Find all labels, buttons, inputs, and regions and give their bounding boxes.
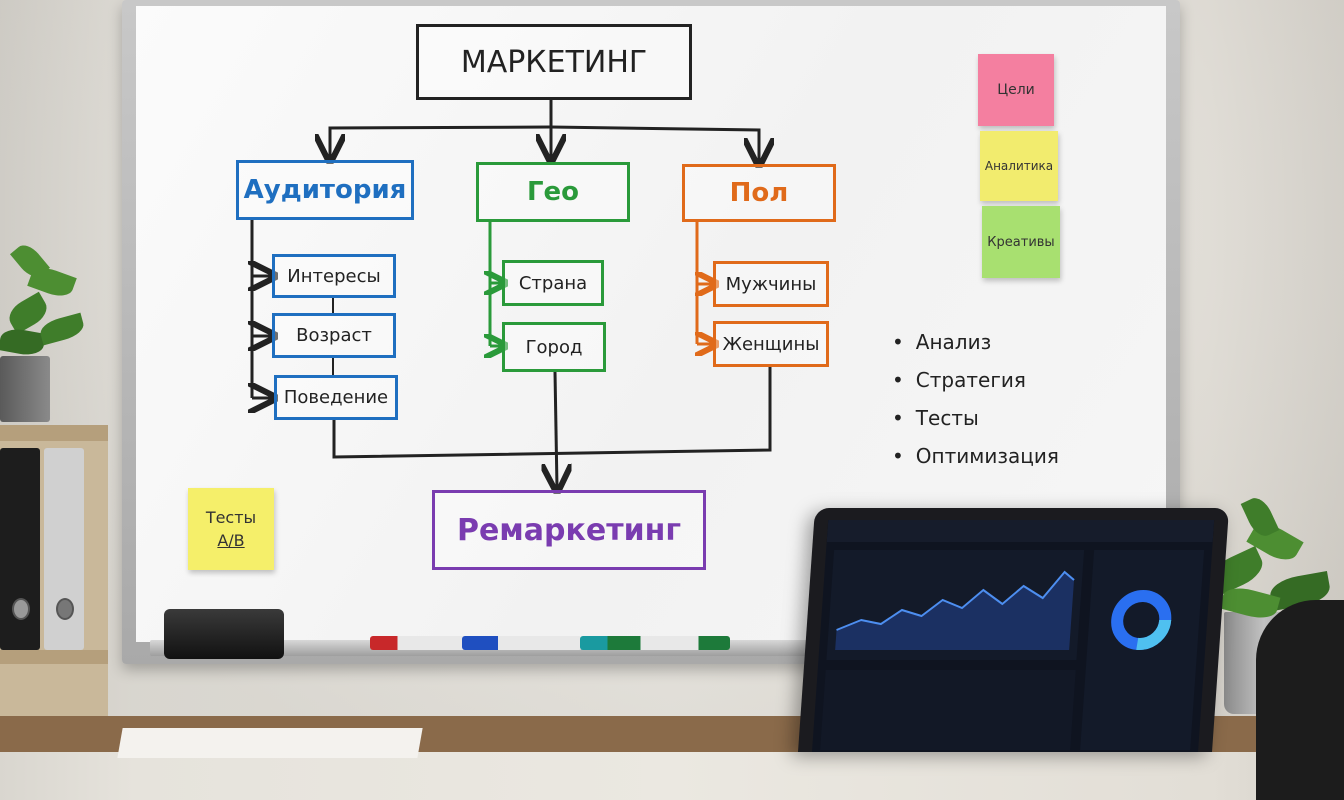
shelf-board-middle [0, 650, 108, 664]
subcategory-box-men: Мужчины [713, 261, 829, 307]
sticky-note-goals: Цели [978, 54, 1054, 126]
sticky-note-ab-tests-line2: A/B [217, 531, 245, 550]
paper-sheet [117, 728, 423, 758]
bullet-list: Анализ Стратегия Тесты Оптимизация [892, 326, 1059, 478]
category-box-gender: Пол [682, 164, 836, 222]
whiteboard-eraser [164, 609, 284, 659]
sticky-note-ab-tests: Тесты A/B [188, 488, 274, 570]
subcategory-box-country: Страна [502, 260, 604, 306]
subcategory-box-interests: Интересы [272, 254, 396, 298]
subcategory-box-city: Город [502, 322, 606, 372]
result-box-remarketing: Ремаркетинг [432, 490, 706, 570]
category-box-audience: Аудитория [236, 160, 414, 220]
office-chair [1256, 600, 1344, 800]
bullet-item: Анализ [892, 326, 1059, 364]
diagram-connectors [0, 98, 1344, 752]
bullet-item: Оптимизация [892, 440, 1059, 478]
laptop [798, 508, 1230, 752]
category-box-geo: Гео [476, 162, 630, 222]
subcategory-box-women: Женщины [713, 321, 829, 367]
subcategory-box-age: Возраст [272, 313, 396, 358]
bullet-item: Тесты [892, 402, 1059, 440]
marker-green [660, 636, 730, 650]
sticky-note-creatives: Креативы [982, 206, 1060, 278]
marker-red [370, 636, 480, 650]
sticky-note-analytics: Аналитика [980, 131, 1058, 201]
sticky-note-ab-tests-line1: Тесты [205, 508, 257, 527]
shelf-board-top [0, 425, 108, 441]
laptop-screen [812, 520, 1215, 752]
root-box-marketing: МАРКЕТИНГ [416, 24, 692, 100]
dashboard-graphics [820, 520, 1215, 750]
marker-blue [462, 636, 582, 650]
subcategory-box-behavior: Поведение [274, 375, 398, 420]
binder-grey [44, 448, 84, 650]
bullet-item: Стратегия [892, 364, 1059, 402]
binder-black [0, 448, 40, 650]
